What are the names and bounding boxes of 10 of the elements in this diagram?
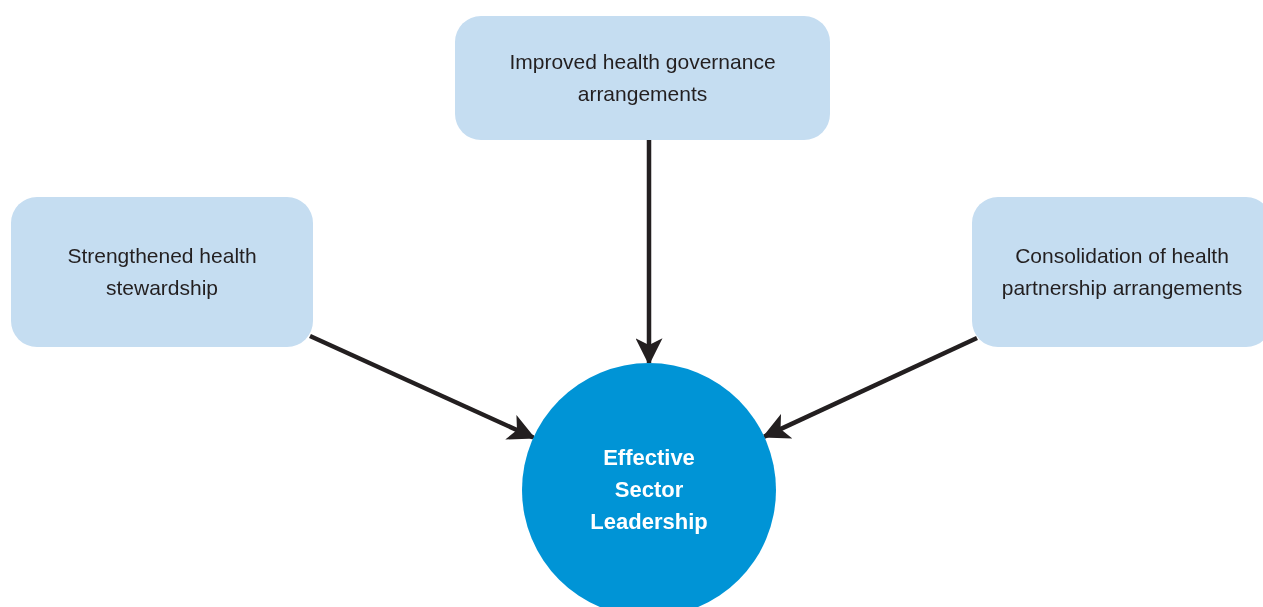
box-label: Improved health governance arrangements: [508, 49, 777, 107]
box-label: Strengthened health stewardship: [66, 243, 258, 301]
outcome-label: Effective Sector Leadership: [589, 444, 709, 536]
process-box: [455, 16, 830, 140]
arrow: [309, 333, 536, 440]
arrow: [635, 140, 663, 366]
arrow: [762, 335, 978, 439]
process-box: [972, 197, 1263, 347]
process-box: [11, 197, 313, 347]
box-label: Consolidation of health partnership arrangements: [1000, 243, 1244, 301]
